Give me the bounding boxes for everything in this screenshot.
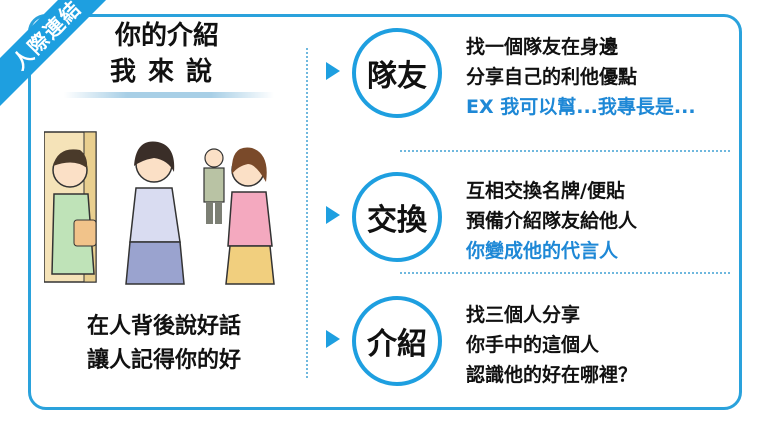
horizontal-divider [400,150,730,152]
row-line: 分享自己的利他優點 [466,66,638,88]
row-introduce: 介紹 找三個人分享 你手中的這個人 認識他的好在哪裡？ [326,290,736,390]
row-teammate: 隊友 找一個隊友在身邊 分享自己的利他優點 EX 我可以幫...我專長是... [326,22,736,122]
row-line: 預備介紹隊友給他人 [466,210,638,232]
circle-label: 隊友 [352,28,442,118]
title-underline [64,92,274,98]
row-text: 互相交換名牌/便貼 預備介紹隊友給他人 你變成他的代言人 [466,176,736,266]
caption-line-2: 讓人記得你的好 [86,348,241,373]
row-text: 找一個隊友在身邊 分享自己的利他優點 EX 我可以幫...我專長是... [466,32,736,122]
title-line-2: 我來說 [109,57,224,87]
row-text: 找三個人分享 你手中的這個人 認識他的好在哪裡？ [466,300,736,390]
row-example: 你變成他的代言人 [466,240,619,262]
row-line: 找一個隊友在身邊 [466,36,619,58]
arrow-icon [326,62,340,80]
left-caption: 在人背後說好話 讓人記得你的好 [54,310,274,378]
horizontal-divider [400,272,730,274]
left-title: 你的介紹 我來說 [72,18,262,90]
circle-label: 交換 [352,172,442,262]
circle-label: 介紹 [352,296,442,386]
row-line: 互相交換名牌/便貼 [466,180,625,202]
row-line: 你手中的這個人 [466,334,600,356]
row-example: EX 我可以幫...我專長是... [466,96,696,118]
title-line-1: 你的介紹 [114,21,219,51]
row-exchange: 交換 互相交換名牌/便貼 預備介紹隊友給他人 你變成他的代言人 [326,166,736,266]
vertical-divider [306,48,308,378]
people-illustration [44,131,275,285]
arrow-icon [326,206,340,224]
arrow-icon [326,330,340,348]
row-line: 認識他的好在哪裡？ [466,364,638,386]
row-line: 找三個人分享 [466,304,581,326]
caption-line-1: 在人背後說好話 [86,314,241,339]
